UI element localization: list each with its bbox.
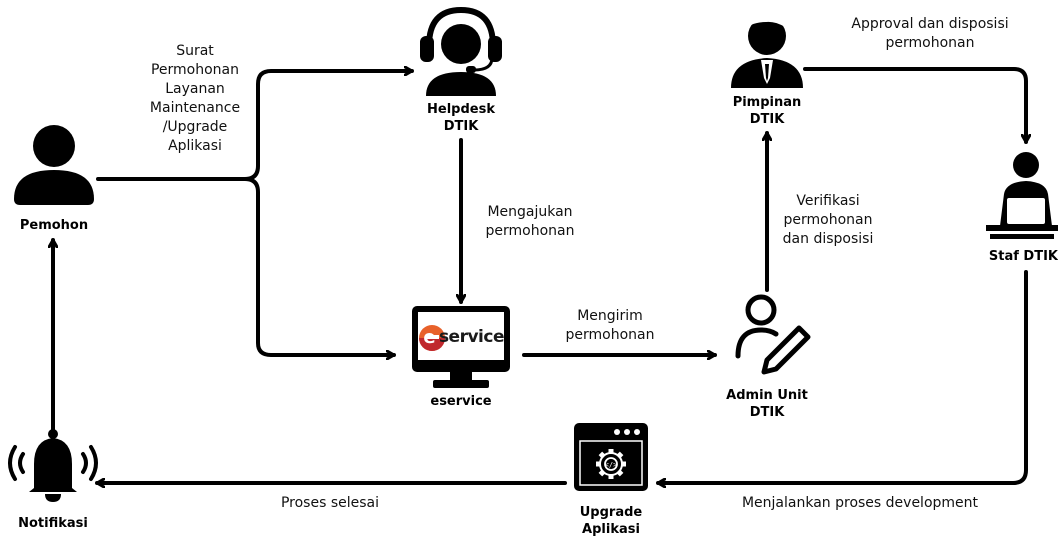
edge-label-mengirim: Mengirim permohonan — [565, 308, 655, 343]
businessman-icon — [731, 14, 803, 88]
gear-tooth — [608, 449, 614, 454]
edge-label-surat: Surat Permohonan Layanan Maintenance /Up… — [149, 43, 241, 154]
bell-wave-left-inner — [18, 452, 25, 474]
node-label-notifikasi: Notifikasi — [18, 516, 88, 531]
worker-laptop-icon — [986, 152, 1058, 239]
edge-to-eservice — [243, 177, 396, 355]
node-label-pemohon: Pemohon — [19, 218, 89, 233]
edge-pimpinan-staf — [803, 67, 1026, 144]
bell-wave-right-outer — [89, 445, 98, 481]
gear-tooth — [621, 461, 626, 467]
node-label-admin: Admin Unit DTIK — [726, 388, 808, 420]
edge-staf-upgrade — [656, 270, 1028, 483]
svg-text:</>: </> — [605, 461, 618, 469]
headset-icon — [420, 6, 502, 96]
node-label-pimpinan: Pimpinan DTIK — [732, 95, 802, 127]
node-label-staf: Staf DTIK — [988, 249, 1058, 264]
person-icon — [14, 125, 94, 205]
edge-to-helpdesk — [243, 71, 414, 181]
edge-label-mengajukan: Mengajukan permohonan — [485, 204, 575, 239]
edge-label-verifikasi: Verifikasi permohonan dan disposisi — [782, 193, 874, 247]
eservice-logo-text: service — [438, 327, 505, 347]
edge-label-approval: Approval dan disposisi permohonan — [851, 16, 1009, 51]
bell-wave-left-outer — [8, 445, 17, 481]
node-label-upgrade: Upgrade Aplikasi — [579, 505, 643, 537]
gear-tooth — [596, 461, 601, 467]
admin-edit-icon — [735, 294, 811, 375]
eservice-logo-e: e — [423, 326, 436, 348]
app-gear-icon: </> — [574, 423, 648, 491]
edge-label-selesai: Proses selesai — [280, 495, 380, 511]
bell-icon — [29, 429, 77, 502]
eservice-logo: e service — [420, 321, 504, 353]
monitor-icon — [412, 306, 510, 388]
node-label-eservice: eservice — [430, 394, 492, 409]
edge-label-menjalankan: Menjalankan proses development — [741, 495, 979, 511]
bell-wave-right-inner — [81, 452, 88, 474]
node-label-helpdesk: Helpdesk DTIK — [427, 102, 495, 134]
gear-tooth — [608, 474, 614, 479]
